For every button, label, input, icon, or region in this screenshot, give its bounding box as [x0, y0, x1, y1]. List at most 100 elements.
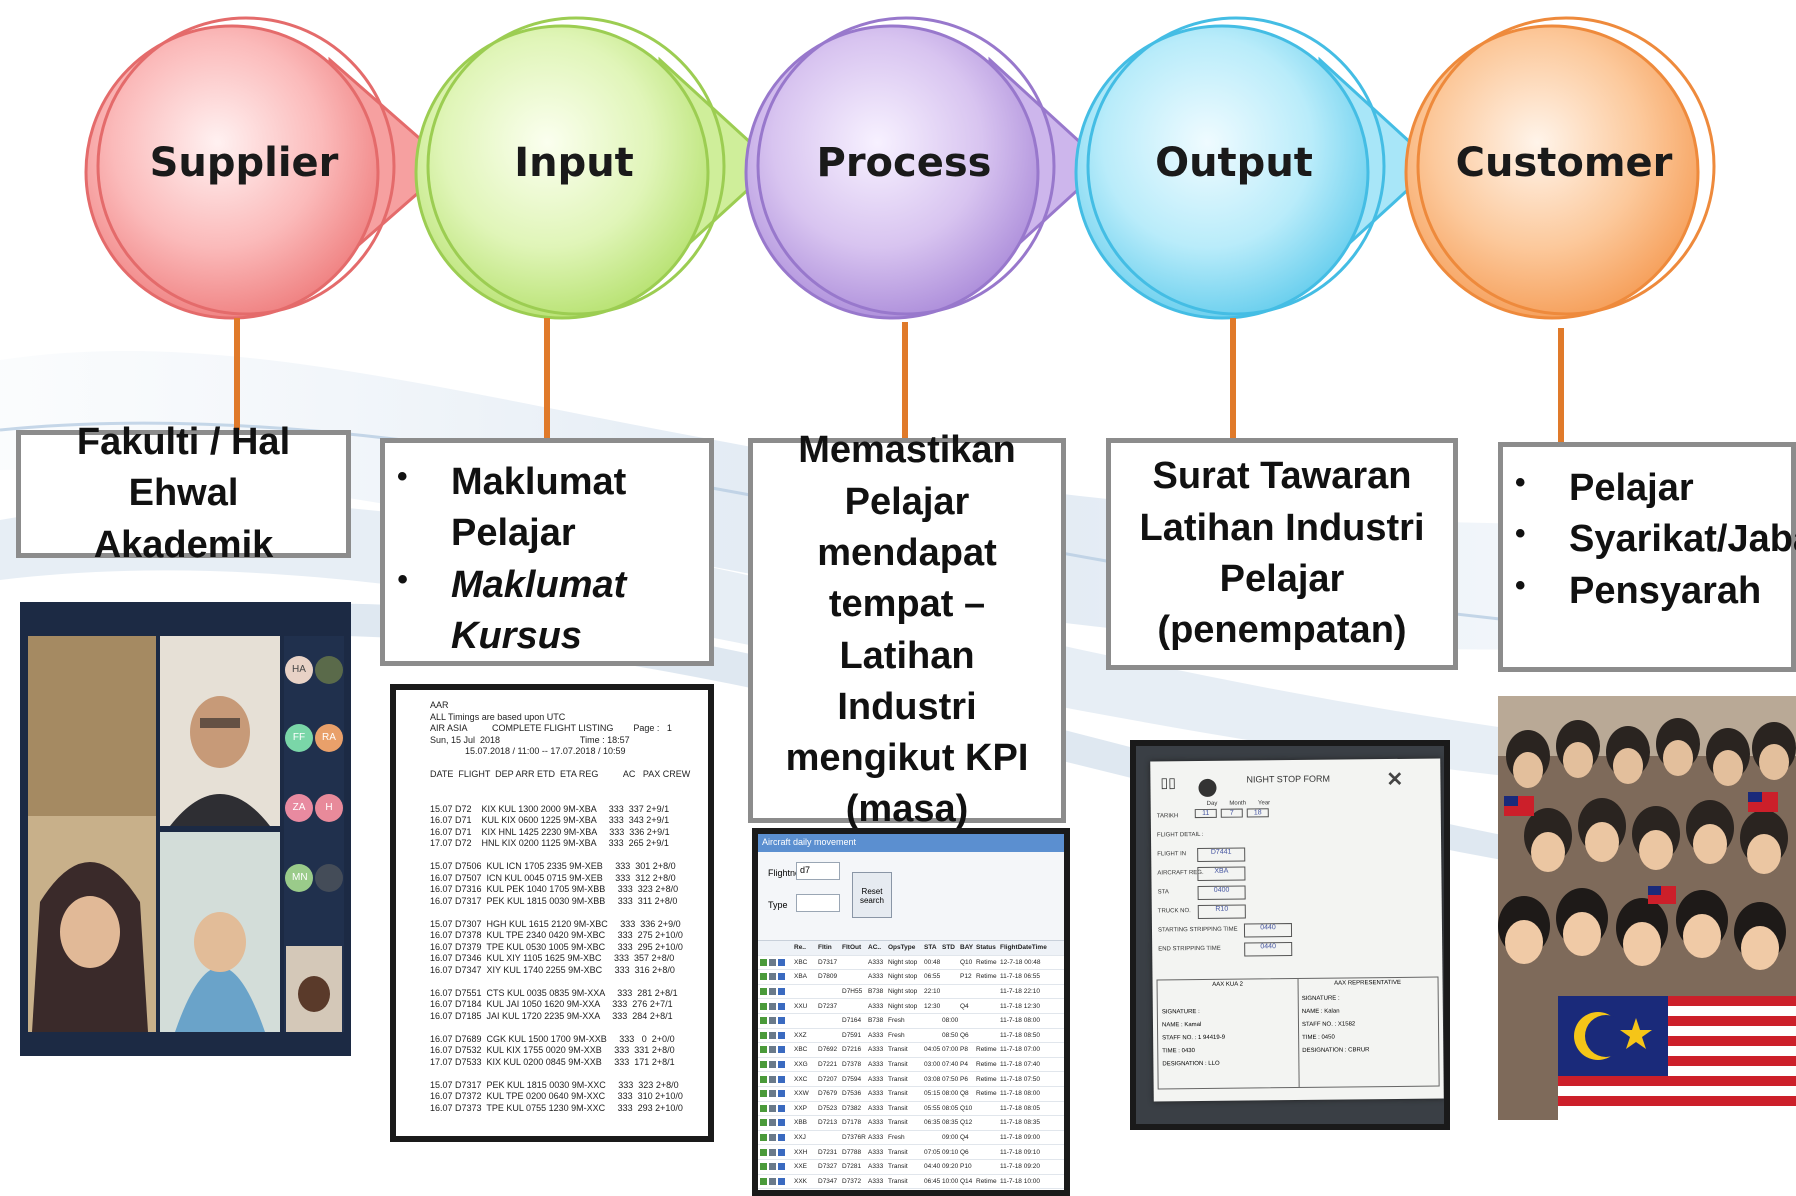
column-header: FltOut	[842, 944, 862, 952]
column-header: STD	[942, 944, 955, 952]
tile-initials-3: RA	[322, 732, 336, 743]
flight-listing-line: 17.07 D7533 KIX KUL 0200 0845 9M-XXB 333…	[430, 1056, 675, 1067]
table-cell: 12:30	[924, 1002, 941, 1010]
customer-item-2: Syarikat/Jabatan	[1515, 514, 1796, 565]
table-cell: 22:10	[924, 988, 941, 996]
table-cell: D7213	[818, 1119, 838, 1127]
table-cell: D7594	[842, 1075, 862, 1083]
column-header: Re..	[794, 944, 806, 952]
customer-item-1: Pelajar	[1515, 463, 1791, 514]
column-header: FlightDateTime	[1000, 944, 1047, 952]
table-cell: 12-7-18 00:48	[1000, 958, 1041, 966]
reset-search-button[interactable]: Reset search	[852, 872, 892, 918]
flight-listing-line: AAR	[430, 700, 449, 710]
flight-listing-line: 16.07 D7372 KUL TPE 0200 0640 9M-XXC 333…	[430, 1091, 683, 1101]
table-cell: D7536	[842, 1090, 862, 1098]
column-header: Fltin	[818, 944, 832, 952]
table-cell: D7591	[842, 1031, 862, 1039]
flight-listing-line: Sun, 15 Jul 2018 Time : 18:57	[430, 734, 630, 745]
table-cell: 09:10	[942, 1148, 959, 1156]
flight-listing-line: 16.07 D7379 TPE KUL 0530 1005 9M-XBC 333…	[430, 941, 683, 952]
flight-listing-line	[430, 781, 708, 793]
signature-line: NAME : Kalan	[1301, 1008, 1340, 1015]
table-cell: 06:45	[924, 1177, 941, 1185]
customer-item-3: Pensyarah	[1515, 566, 1791, 617]
date-header-month: Month	[1229, 800, 1247, 807]
type-input[interactable]	[796, 894, 840, 912]
signature-line: DESIGNATION : CBRUR	[1302, 1047, 1370, 1054]
signature-table: AAX KUA 2 AAX REPRESENTATIVE SIGNATURE :…	[1156, 976, 1440, 1090]
table-cell: A333	[868, 1163, 884, 1171]
customer-connector	[1558, 328, 1564, 444]
table-cell: 06:55	[924, 973, 941, 981]
flight-listing-line: 15.07 D72 KIX KUL 1300 2000 9M-XBA 333 3…	[430, 803, 670, 814]
table-cell: XBC	[794, 1046, 808, 1054]
table-cell: P4	[960, 1061, 968, 1069]
table-cell: D7207	[818, 1075, 838, 1083]
table-cell: D7372	[842, 1177, 862, 1185]
input-item-2: Maklumat Kursus	[397, 560, 699, 663]
table-cell: 04:40	[924, 1163, 941, 1171]
table-cell: A333	[868, 1046, 884, 1054]
row-icons	[758, 1002, 794, 1010]
type-label: Type	[768, 900, 788, 910]
flightno-label: Flightno	[768, 868, 801, 878]
table-cell: 11-7-18 09:00	[1000, 1134, 1040, 1142]
table-cell: 07:40	[942, 1061, 959, 1069]
signature-line: DESIGNATION : LLO	[1162, 1060, 1220, 1068]
table-cell: 11-7-18 09:20	[1000, 1163, 1040, 1171]
flight-listing-line	[430, 1068, 708, 1080]
table-cell: 10:00	[942, 1177, 959, 1185]
flight-listing-line: 15.07 D7317 PEK KUL 1815 0030 9M-XXC 333…	[430, 1079, 679, 1090]
date-header-year: Year	[1258, 800, 1271, 807]
row-icons	[758, 1134, 794, 1142]
table-cell: D7679	[818, 1090, 838, 1098]
flight-listing-line: 16.07 D71 KUL KIX 0600 1225 9M-XBA 333 3…	[430, 815, 670, 825]
table-cell: B738	[868, 988, 884, 996]
flightno-input[interactable]: d7	[796, 862, 840, 880]
table-cell: Retime	[976, 1090, 997, 1098]
signature-line: STAFF NO. : X1582	[1301, 1021, 1356, 1028]
flight-listing-line: 16.07 D7507 ICN KUL 0045 0715 9M-XEB 333…	[430, 872, 676, 883]
table-cell: A333	[868, 1075, 884, 1083]
table-cell: Transit	[888, 1177, 908, 1185]
table-cell: D7221	[818, 1061, 838, 1069]
table-cell: D7692	[818, 1046, 838, 1054]
output-title: Output	[1155, 140, 1313, 186]
table-cell: 07:50	[942, 1075, 959, 1083]
process-circle	[744, 16, 1108, 320]
row-icons	[758, 1075, 794, 1083]
row-icons	[758, 1163, 794, 1171]
row-icons	[758, 1090, 794, 1098]
table-cell: 05:15	[924, 1090, 941, 1098]
table-cell: D7376R	[842, 1134, 866, 1142]
row-icons	[758, 1061, 794, 1069]
form-field-label: TRUCK NO.	[1157, 908, 1191, 915]
students-with-flags-photo	[1498, 696, 1796, 1120]
table-cell: Fresh	[888, 1017, 905, 1025]
table-cell: XXH	[794, 1148, 808, 1156]
small-flags	[1504, 792, 1778, 904]
table-cell: Night stop	[888, 958, 918, 966]
table-cell: XBA	[794, 973, 808, 981]
table-cell: D7281	[842, 1163, 862, 1171]
table-cell: D7809	[818, 973, 838, 981]
date-header-day: Day	[1206, 800, 1218, 807]
